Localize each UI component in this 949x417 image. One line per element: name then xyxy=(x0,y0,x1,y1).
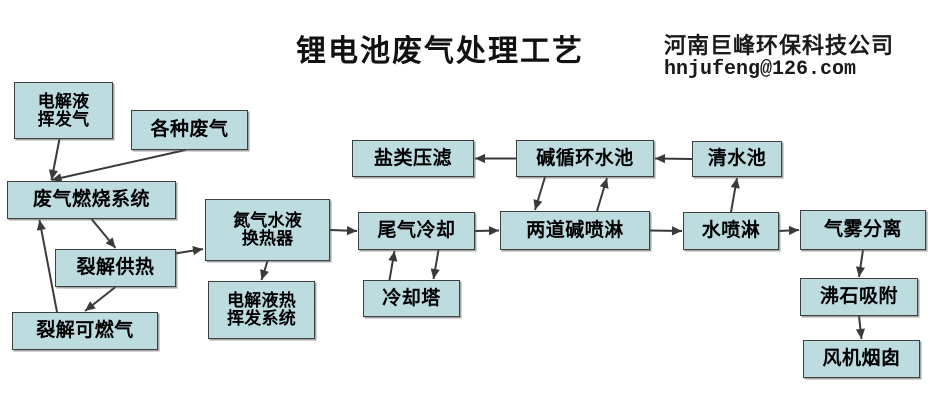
node-various_waste_gas[interactable]: 各种废气 xyxy=(131,110,248,150)
page-title: 锂电池废气处理工艺 xyxy=(296,35,584,68)
node-label: 氮气水液 xyxy=(233,211,302,231)
arrow-e-tailgas-to-alkalispray xyxy=(474,226,500,236)
node-label: 清水池 xyxy=(707,148,767,170)
arrow-e-tower-to-tailgas xyxy=(388,250,398,281)
node-label: 电解液热 xyxy=(227,291,296,311)
arrow-e-spray-to-alkalipool xyxy=(596,177,609,212)
node-label: 各种废气 xyxy=(150,119,229,141)
node-mist_separation[interactable]: 气雾分离 xyxy=(800,210,926,250)
node-pyrolysis_gas[interactable]: 裂解可燃气 xyxy=(12,312,158,350)
node-label: 气雾分离 xyxy=(823,219,902,241)
node-label: 裂解供热 xyxy=(76,257,155,279)
arrow-e-wastegas-to-combustion xyxy=(51,149,186,183)
node-label: 裂解可燃气 xyxy=(36,320,134,342)
node-label: 挥发系统 xyxy=(227,309,296,328)
node-label: 尾气冷却 xyxy=(377,220,456,242)
company-name: 河南巨峰环保科技公司 xyxy=(664,33,895,58)
arrow-e-combustion-to-pyroheat xyxy=(90,218,117,249)
node-label: 换热器 xyxy=(241,229,294,248)
node-clean_water_pool[interactable]: 清水池 xyxy=(692,141,782,177)
node-n2_water_exchanger[interactable]: 氮气水液换热器 xyxy=(205,199,330,261)
node-label: 冷却塔 xyxy=(382,287,441,309)
node-fan_chimney[interactable]: 风机烟囱 xyxy=(803,340,920,378)
node-zeolite_adsorption[interactable]: 沸石吸附 xyxy=(800,278,918,316)
node-two_alkali_spray[interactable]: 两道碱喷淋 xyxy=(500,211,650,250)
node-label: 电解液 xyxy=(37,91,90,111)
arrow-e-waterspray-to-mist xyxy=(778,225,800,236)
arrow-e-spray-to-waterspray xyxy=(649,226,683,236)
node-alkali_circ_pool[interactable]: 碱循环水池 xyxy=(516,140,654,177)
node-electrolyte_vapor[interactable]: 电解液挥发气 xyxy=(14,82,113,139)
arrow-e-zeolite-to-chimney xyxy=(855,315,865,340)
arrow-e-exchanger-to-heatsys xyxy=(260,260,269,281)
node-water_spray[interactable]: 水喷淋 xyxy=(683,212,779,250)
arrow-e-alkalipool-to-spray xyxy=(533,176,546,211)
arrow-e-exchanger-to-tailgas xyxy=(329,226,358,236)
arrow-e-pyroheat-to-pyrogas xyxy=(84,286,117,312)
company-email: hnjufeng@126.com xyxy=(664,58,857,81)
arrow-e-cleanpool-to-alkalipool xyxy=(654,154,693,164)
node-pyrolysis_heating[interactable]: 裂解供热 xyxy=(55,249,176,287)
arrow-e-electrolyte-to-combustion xyxy=(48,138,61,181)
node-waste_gas_combustion[interactable]: 废气燃烧系统 xyxy=(7,181,176,219)
node-label: 碱循环水池 xyxy=(536,147,634,169)
node-label: 挥发气 xyxy=(37,109,90,129)
node-label: 风机烟囱 xyxy=(822,348,901,370)
node-cooling_tower[interactable]: 冷却塔 xyxy=(363,280,460,317)
node-label: 沸石吸附 xyxy=(819,286,898,308)
arrow-e-tailgas-to-tower xyxy=(430,249,440,280)
node-tail_gas_cooling[interactable]: 尾气冷却 xyxy=(358,212,475,250)
node-label: 两道碱喷淋 xyxy=(526,219,624,241)
arrow-e-mist-to-zeolite xyxy=(855,249,866,278)
arrow-e-waterspray-to-cleanpool xyxy=(730,177,740,213)
arrow-e-pyrogas-to-combustion xyxy=(36,219,58,313)
node-label: 水喷淋 xyxy=(701,220,761,242)
arrow-e-alkalipool-to-saltpress xyxy=(475,153,516,164)
node-label: 废气燃烧系统 xyxy=(32,189,150,211)
node-label: 盐类压滤 xyxy=(373,147,452,169)
node-electrolyte_heat_sys[interactable]: 电解液热挥发系统 xyxy=(208,281,315,339)
node-salt_filter_press[interactable]: 盐类压滤 xyxy=(352,140,474,177)
